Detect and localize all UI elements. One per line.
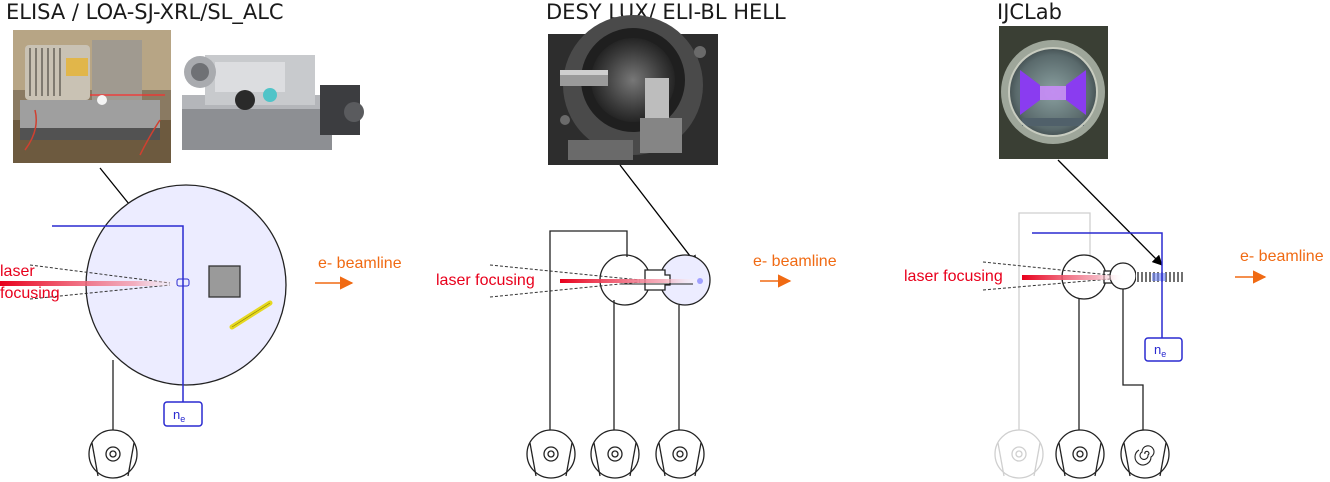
panel-elisa: ELISA / LOA-SJ-XRL/SL_ALC <box>0 0 402 479</box>
yellow-screen-edge <box>231 302 271 328</box>
pointer-arrow-desy <box>619 164 698 266</box>
laser-beam <box>560 279 698 283</box>
laser-focus-guide-lower <box>489 281 641 298</box>
laser-beam <box>0 281 180 286</box>
photo-cad-stage <box>171 38 364 163</box>
density-measurement-line <box>1032 232 1163 338</box>
vacuum-pump-icon <box>655 429 705 479</box>
laser-focus-guide-upper <box>489 264 641 281</box>
panel-desy: DESY LUX/ ELI-BL HELL <box>436 0 842 479</box>
beamline-label: e- beamline <box>753 253 837 270</box>
photo-ijclab-cell <box>999 26 1108 159</box>
density-box <box>163 401 203 427</box>
beamline-label: e- beamline <box>1240 248 1324 265</box>
density-box <box>1144 337 1183 362</box>
laser-label: laser focusing <box>904 268 1003 285</box>
panel-ijclab: IJCLab <box>904 0 1324 479</box>
multi-cell-stack <box>1136 272 1186 282</box>
photo-desy-chamber <box>548 15 718 165</box>
laser-focus-guide-upper <box>29 264 171 284</box>
vacuum-pump-icon <box>1055 429 1105 479</box>
plasma-spot <box>697 278 703 284</box>
density-label: ne <box>173 407 185 424</box>
scroll-pump-icon <box>1120 429 1170 479</box>
photo-gas-cell-stage <box>13 30 171 163</box>
laser-label-line2: focusing <box>0 285 60 302</box>
vacuum-pump-icon <box>88 429 138 479</box>
laser-label-line1: laser <box>0 263 35 280</box>
pointer-arrow-ijclab <box>1057 159 1163 266</box>
density-measurement-line <box>52 225 184 402</box>
faded-pump-line <box>1018 212 1091 432</box>
panel-title-elisa: ELISA / LOA-SJ-XRL/SL_ALC <box>6 0 284 25</box>
laser-label: laser focusing <box>436 272 535 289</box>
beamline-label: e- beamline <box>318 255 402 272</box>
vacuum-pump-icon <box>526 429 576 479</box>
laser-focus-guide-lower <box>982 278 1111 291</box>
vacuum-pump-icon <box>590 429 640 479</box>
pump-line-3 <box>1122 289 1144 432</box>
density-label: ne <box>1154 342 1166 359</box>
laser-beam <box>1022 275 1122 280</box>
pump-line-1 <box>549 230 628 432</box>
diagnostic-block <box>208 265 241 298</box>
faded-vacuum-pump-icon <box>994 429 1044 479</box>
laser-focus-guide-lower <box>29 284 171 300</box>
laser-focus-guide-upper <box>982 261 1111 276</box>
panel-title-ijclab: IJCLab <box>997 0 1062 24</box>
panel-title-desy: DESY LUX/ ELI-BL HELL <box>546 0 786 24</box>
